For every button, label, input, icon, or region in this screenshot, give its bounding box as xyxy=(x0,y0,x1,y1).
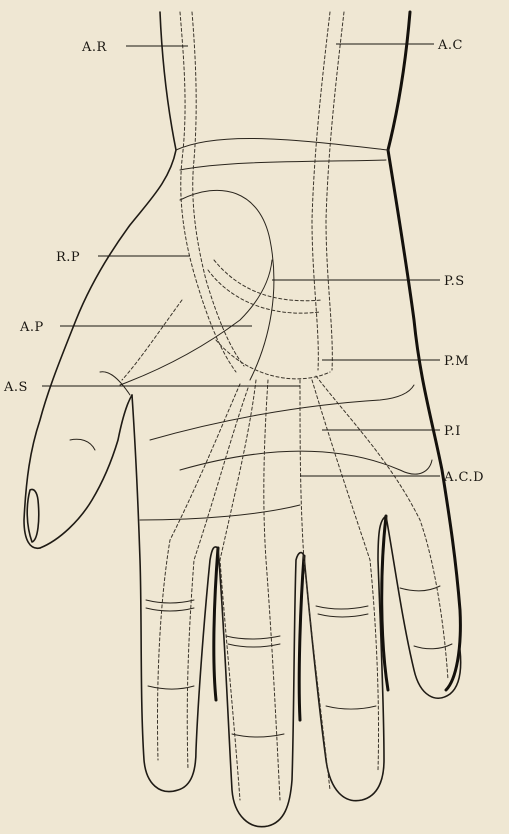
palmar-digital-crease xyxy=(140,505,300,520)
label-acd: A.C.D xyxy=(443,470,484,485)
ring-crease-1 xyxy=(316,606,368,609)
label-ap: A.P xyxy=(19,320,44,335)
little-crease-1 xyxy=(400,586,440,591)
distal-transverse-crease xyxy=(180,451,432,474)
radial-artery-b xyxy=(192,12,244,366)
digital-artery-ring-b xyxy=(312,380,379,770)
radial-artery xyxy=(180,12,236,372)
superficial-arch xyxy=(208,270,320,313)
princeps-pollicis xyxy=(122,300,182,380)
little-crease-2 xyxy=(414,644,452,649)
middle-crease-1 xyxy=(226,636,280,639)
ring-crease-2 xyxy=(318,614,368,617)
hand-outline xyxy=(24,12,461,827)
digital-artery-index-b xyxy=(187,388,248,770)
label-rp: R.P xyxy=(56,250,80,265)
label-ar: A.R xyxy=(81,40,108,55)
thenar-crease-2 xyxy=(120,260,272,385)
thumb-nail xyxy=(27,489,39,542)
index-finger xyxy=(132,395,218,792)
label-pm: P.M xyxy=(444,354,469,369)
little-finger xyxy=(386,516,461,698)
arteries xyxy=(122,12,448,800)
wrist-crease xyxy=(176,138,388,150)
ulnar-artery xyxy=(312,12,330,370)
label-as: A.S xyxy=(3,380,28,395)
wrist-crease-2 xyxy=(180,160,386,170)
ring-finger xyxy=(304,516,386,801)
ring-finger-gap xyxy=(299,556,304,720)
index-crease-2 xyxy=(146,608,194,611)
proximal-transverse-crease xyxy=(150,385,414,440)
radial-forearm-edge xyxy=(24,12,176,548)
index-crease-1 xyxy=(146,600,194,603)
deep-arch xyxy=(216,340,330,379)
little-finger-gap xyxy=(382,516,388,690)
ring-crease-3 xyxy=(326,706,376,709)
label-pi: P.I xyxy=(444,424,461,439)
label-ps: P.S xyxy=(444,274,465,289)
label-ac: A.C xyxy=(437,38,463,53)
thumb-outline xyxy=(40,395,132,548)
digital-artery-ring xyxy=(300,380,330,790)
leader-lines xyxy=(42,44,440,476)
thumb-crease xyxy=(70,439,95,450)
palm-creases xyxy=(70,138,432,520)
ulnar-artery-b xyxy=(326,12,344,370)
middle-finger-gap xyxy=(214,548,218,700)
thenar-crease xyxy=(180,190,274,380)
middle-finger xyxy=(218,548,304,827)
